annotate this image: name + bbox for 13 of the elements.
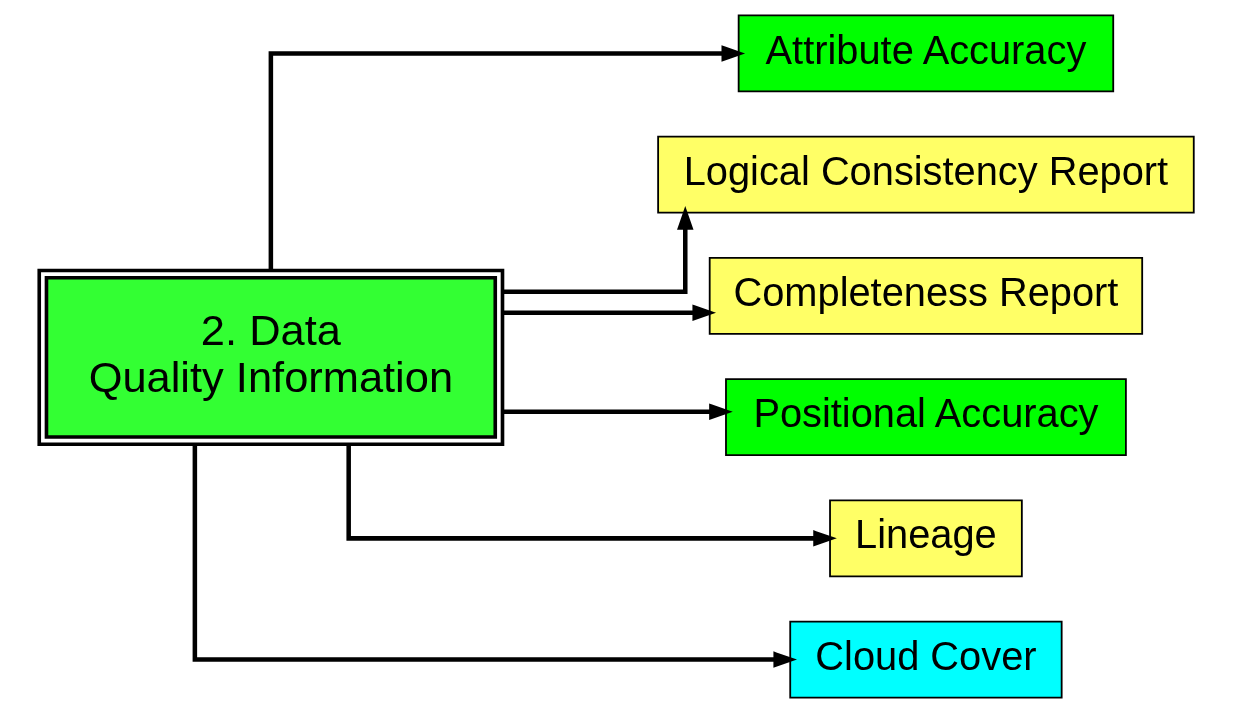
- node-box: Logical Consistency Report: [657, 135, 1195, 214]
- arrow: [502, 403, 733, 420]
- arrow: [502, 206, 694, 294]
- node-box: Cloud Cover: [789, 620, 1063, 699]
- arrow: [268, 45, 746, 271]
- arrow: [192, 444, 797, 668]
- node-box: 2. Data Quality Information: [37, 268, 505, 447]
- arrow: [502, 304, 716, 321]
- node-box: Attribute Accuracy: [737, 14, 1115, 93]
- arrow: [346, 444, 837, 547]
- node-box: Lineage: [829, 499, 1023, 578]
- node-box: Positional Accuracy: [725, 378, 1127, 457]
- node-box: Completeness Report: [708, 256, 1144, 335]
